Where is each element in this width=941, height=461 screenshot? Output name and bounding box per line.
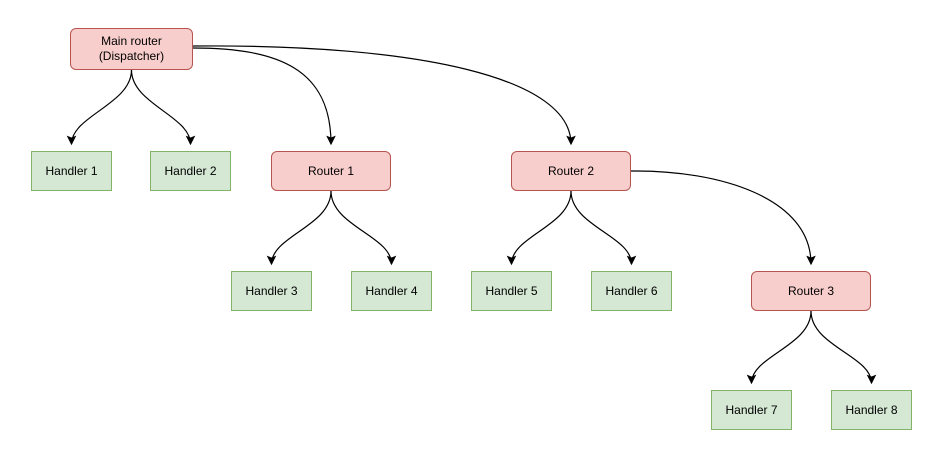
node-handler-1[interactable]: Handler 1 [31,151,112,191]
edge-main-router-to-handler-2 [130,69,196,146]
node-label-handler-8: Handler 8 [845,402,898,417]
node-router-2[interactable]: Router 2 [511,151,631,191]
edge-router-2-to-handler-6 [570,190,637,266]
node-label-handler-6: Handler 6 [605,283,658,298]
edge-router-1-to-handler-3 [266,190,332,266]
edge-router-2-to-handler-5 [506,190,572,266]
edges-group [66,45,877,385]
edge-main-router-to-router-2 [192,45,576,146]
node-label-router-3: Router 3 [787,283,835,298]
node-label-handler-7: Handler 7 [725,402,778,417]
node-router-3[interactable]: Router 3 [751,271,871,311]
edge-router-1-to-handler-4 [330,190,397,266]
node-handler-3[interactable]: Handler 3 [231,271,312,311]
node-label-handler-2: Handler 2 [164,163,217,178]
edge-router-2-to-router-3 [630,170,816,266]
node-handler-2[interactable]: Handler 2 [150,151,231,191]
node-router-1[interactable]: Router 1 [271,151,391,191]
node-main-router[interactable]: Main router (Dispatcher) [70,28,193,70]
node-label-handler-4: Handler 4 [365,283,418,298]
node-label-router-2: Router 2 [547,163,595,178]
node-handler-7[interactable]: Handler 7 [711,390,792,430]
edge-main-router-to-router-1 [192,47,336,146]
node-handler-5[interactable]: Handler 5 [471,271,552,311]
edge-router-3-to-handler-7 [746,310,812,385]
node-handler-4[interactable]: Handler 4 [351,271,432,311]
node-handler-6[interactable]: Handler 6 [591,271,672,311]
node-label-main-router: Main router (Dispatcher) [98,34,165,63]
node-label-router-1: Router 1 [307,163,355,178]
node-label-handler-5: Handler 5 [485,283,538,298]
edge-router-3-to-handler-8 [810,310,877,385]
edge-main-router-to-handler-1 [66,69,133,146]
node-label-handler-3: Handler 3 [245,283,298,298]
node-handler-8[interactable]: Handler 8 [831,390,912,430]
node-label-handler-1: Handler 1 [45,163,98,178]
